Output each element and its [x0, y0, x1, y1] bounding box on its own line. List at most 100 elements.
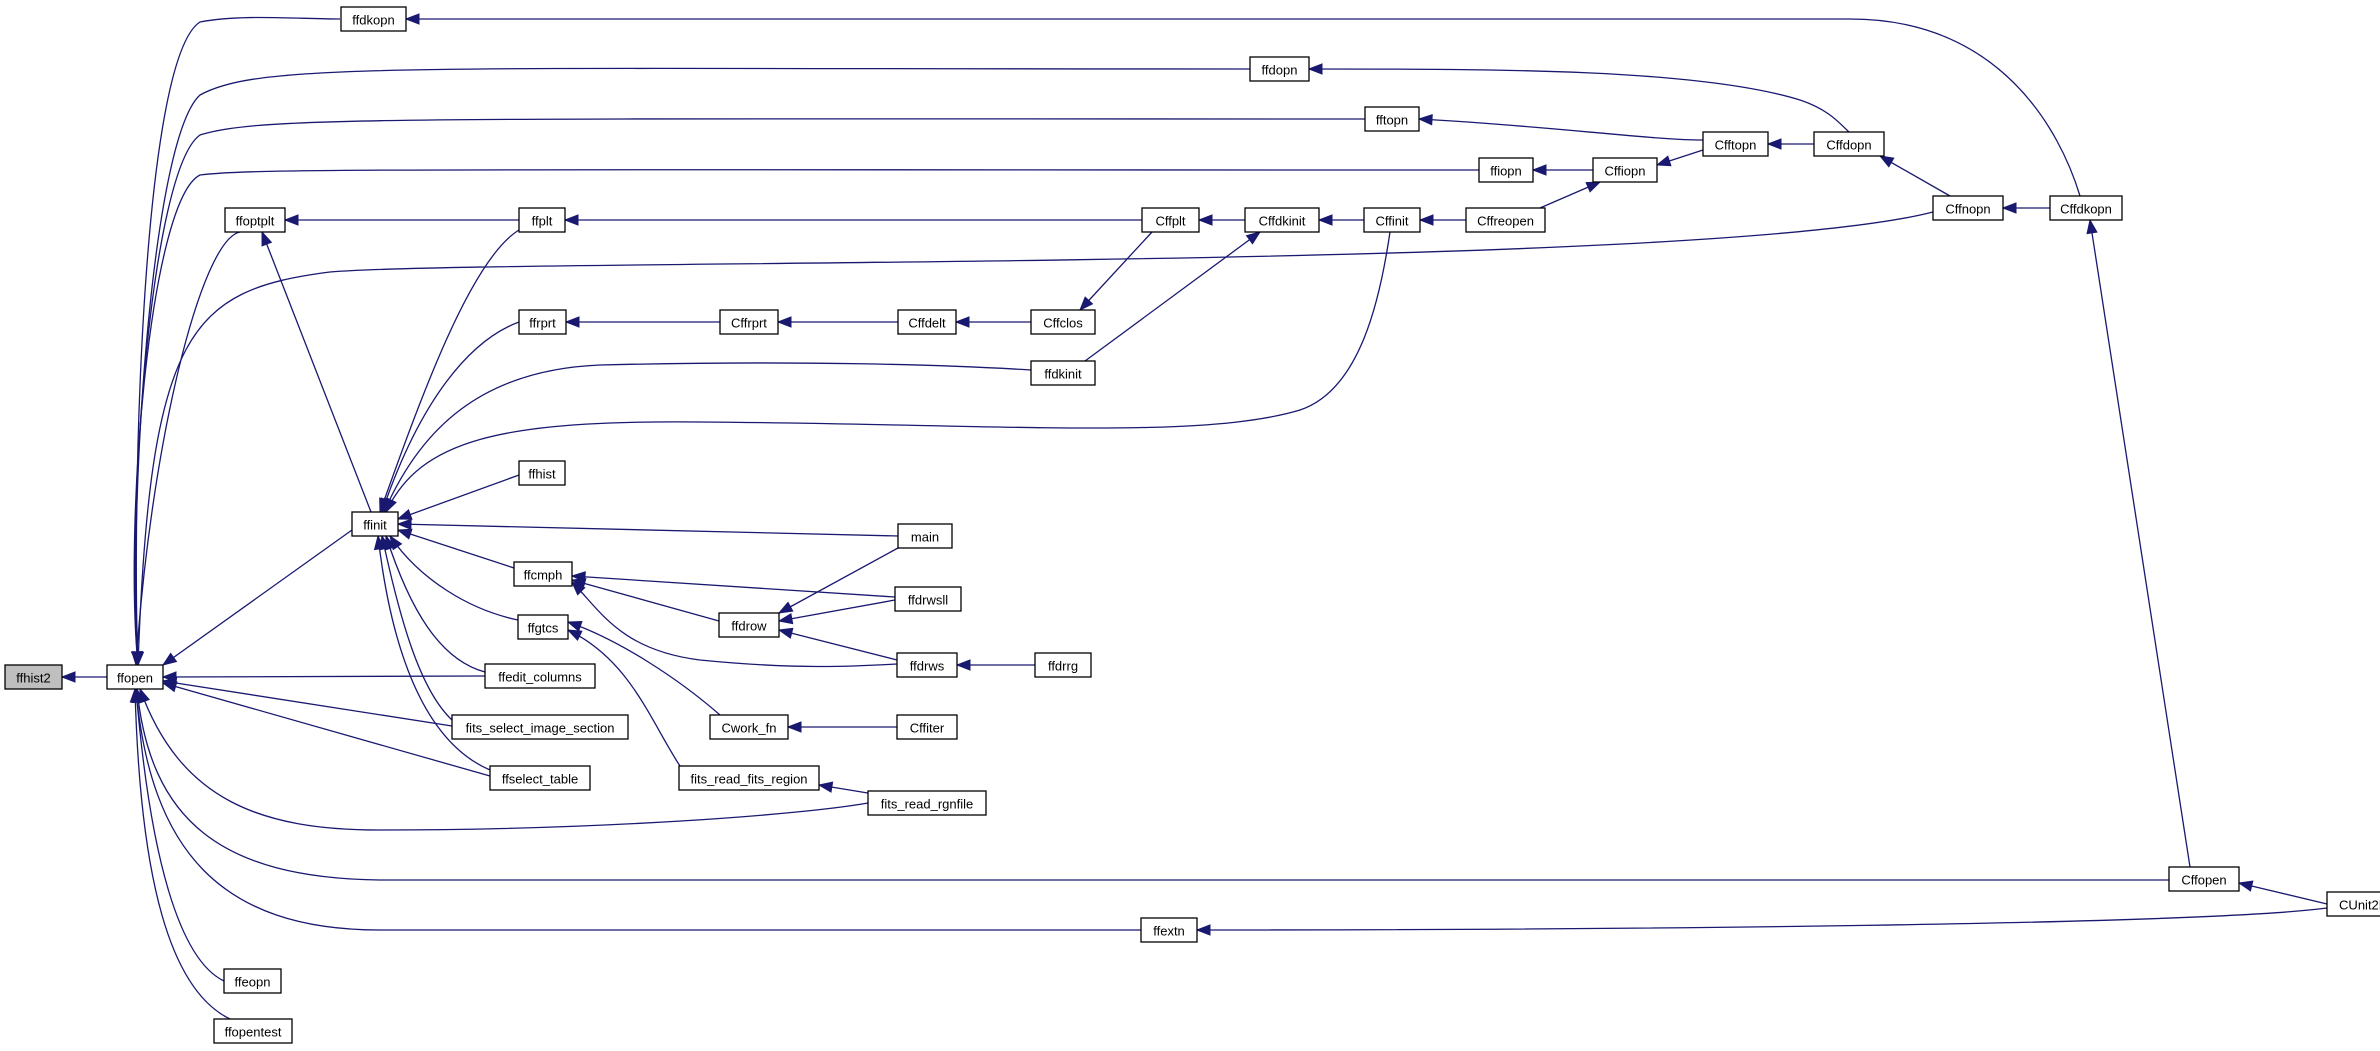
node-label: ffcmph: [524, 568, 563, 583]
node-ffdrow[interactable]: ffdrow: [718, 612, 780, 638]
node-cunit2fits[interactable]: CUnit2FITS: [2326, 891, 2380, 917]
node-label: Cffnopn: [1945, 202, 1990, 217]
node-box: [517, 614, 569, 640]
node-fits-read-fits-region[interactable]: fits_read_fits_region: [678, 765, 820, 791]
edge-ffgtcs-to-ffinit: [389, 535, 519, 621]
edge-Cffnopn-to-ffopen: [137, 211, 1934, 666]
node-ffhist2[interactable]: ffhist2: [4, 664, 63, 690]
node-label: ffplt: [532, 214, 553, 229]
arrowhead-ffopen: [161, 681, 178, 693]
node-ffdopn[interactable]: ffdopn: [1249, 56, 1310, 82]
edge-Cffopen-to-Cffdkopn: [2089, 219, 2191, 868]
node-box: [2168, 866, 2240, 892]
node-cffopen[interactable]: Cffopen: [2168, 866, 2240, 892]
node-box: [1465, 207, 1546, 233]
node-ffinit[interactable]: ffinit: [351, 511, 399, 537]
node-label: ffgtcs: [528, 621, 559, 636]
node-label: ffinit: [363, 518, 387, 533]
node-ffopen[interactable]: ffopen: [106, 664, 164, 690]
arrowhead-ffopen: [129, 687, 142, 703]
node-fftopn[interactable]: fftopn: [1364, 106, 1420, 132]
node-ffdrwsll[interactable]: ffdrwsll: [894, 586, 962, 612]
node-cffdopn[interactable]: Cffdopn: [1813, 131, 1885, 157]
node-ffselect-table[interactable]: ffselect_table: [489, 765, 591, 791]
edge-ffdrwsll-to-ffcmph: [571, 575, 896, 598]
node-ffoptplt[interactable]: ffoptplt: [224, 207, 286, 233]
node-cfftopn[interactable]: Cfftopn: [1702, 131, 1769, 157]
node-box: [1364, 106, 1420, 132]
edge-Cfftopn-to-fftopn: [1418, 118, 1704, 141]
node-ffopentest[interactable]: ffopentest: [213, 1018, 293, 1044]
node-label: fits_read_fits_region: [690, 772, 807, 787]
node-cffplt[interactable]: Cffplt: [1141, 207, 1200, 233]
node-ffhist[interactable]: ffhist: [518, 460, 566, 486]
edges-layer: [60, 13, 2328, 1020]
edge-ffextn-to-ffopen: [135, 688, 1141, 931]
node-cffiter[interactable]: Cffiter: [896, 714, 958, 740]
arrowhead-fits_read_fits_region: [817, 781, 834, 793]
node-ffgtcs[interactable]: ffgtcs: [517, 614, 569, 640]
arrowhead-ffextn: [1195, 924, 1211, 936]
node-ffcmph[interactable]: ffcmph: [513, 561, 573, 587]
node-box: [1702, 131, 1769, 157]
node-label: ffhist2: [16, 671, 50, 686]
edge-fits_read_rgnfile-to-ffopen: [139, 688, 869, 831]
edge-ffedit_columns-to-ffinit: [385, 535, 486, 673]
node-label: fftopn: [1376, 113, 1408, 128]
node-cffdkinit[interactable]: Cffdkinit: [1244, 207, 1320, 233]
node-cffdkopn[interactable]: Cffdkopn: [2049, 195, 2123, 221]
edge-ffinit-to-ffoptplt: [261, 231, 372, 513]
node-main[interactable]: main: [897, 523, 953, 549]
node-box: [1030, 309, 1096, 335]
arrowhead-ffoptplt: [283, 214, 299, 226]
node-ffdrrg[interactable]: ffdrrg: [1034, 652, 1092, 678]
node-cffnopn[interactable]: Cffnopn: [1932, 195, 2004, 221]
arrowhead-ffdopn: [1307, 63, 1323, 75]
node-box: [1932, 195, 2004, 221]
node-ffeopn[interactable]: ffeopn: [223, 968, 282, 994]
edge-Cffdkopn-to-ffdkopn: [406, 18, 2081, 197]
node-ffrprt[interactable]: ffrprt: [518, 309, 567, 335]
arrowhead-Cffdkopn: [2086, 218, 2098, 235]
edge-ffdkinit-to-ffinit: [383, 362, 1032, 513]
node-cwork-fn[interactable]: Cwork_fn: [709, 714, 789, 740]
arrowhead-Cffdkinit: [1245, 231, 1262, 245]
node-cffdelt[interactable]: Cffdelt: [897, 309, 957, 335]
node-ffiopn[interactable]: ffiopn: [1478, 157, 1534, 183]
arrowhead-ffinit: [396, 528, 413, 540]
node-cffreopen[interactable]: Cffreopen: [1465, 207, 1546, 233]
node-fits-read-rgnfile[interactable]: fits_read_rgnfile: [867, 790, 987, 816]
arrowhead-ffoptplt: [261, 230, 273, 247]
node-cffinit[interactable]: Cffinit: [1363, 207, 1421, 233]
edge-ffdrwsll-to-ffdrow: [778, 599, 896, 622]
node-label: ffeopn: [235, 975, 271, 990]
edge-Cffopen-to-ffopen: [136, 688, 2169, 881]
node-label: Cffiter: [910, 721, 945, 736]
edge-main-to-ffdrow: [778, 547, 899, 614]
node-ffdkinit[interactable]: ffdkinit: [1030, 360, 1096, 386]
node-box: [518, 309, 567, 335]
arrowhead-Cffdopn: [1878, 155, 1895, 168]
arrowhead-ffdrow: [777, 627, 794, 639]
node-ffdkopn[interactable]: ffdkopn: [340, 6, 407, 32]
node-cffrprt[interactable]: Cffrprt: [719, 309, 779, 335]
node-fits-select-image-section[interactable]: fits_select_image_section: [451, 714, 629, 740]
node-ffplt[interactable]: ffplt: [518, 207, 566, 233]
node-label: Cffopen: [2181, 873, 2226, 888]
node-box: [896, 714, 958, 740]
arrowhead-ffiopn: [1531, 164, 1547, 176]
node-cffiopn[interactable]: Cffiopn: [1592, 157, 1658, 183]
edge-fftopn-to-ffopen: [134, 118, 1366, 666]
node-box: [678, 765, 820, 791]
node-ffdrws[interactable]: ffdrws: [896, 652, 958, 678]
node-ffedit-columns[interactable]: ffedit_columns: [484, 663, 596, 689]
node-cffclos[interactable]: Cffclos: [1030, 309, 1096, 335]
node-ffextn[interactable]: ffextn: [1140, 917, 1198, 943]
edge-ffedit_columns-to-ffopen: [162, 675, 486, 678]
arrowhead-fftopn: [1417, 114, 1433, 126]
edge-fits_select_image_section-to-ffinit: [381, 535, 453, 721]
node-box: [1478, 157, 1534, 183]
node-label: Cffdkopn: [2060, 202, 2112, 217]
edge-Cffclos-to-Cffplt: [1079, 231, 1153, 311]
node-label: main: [911, 530, 939, 545]
